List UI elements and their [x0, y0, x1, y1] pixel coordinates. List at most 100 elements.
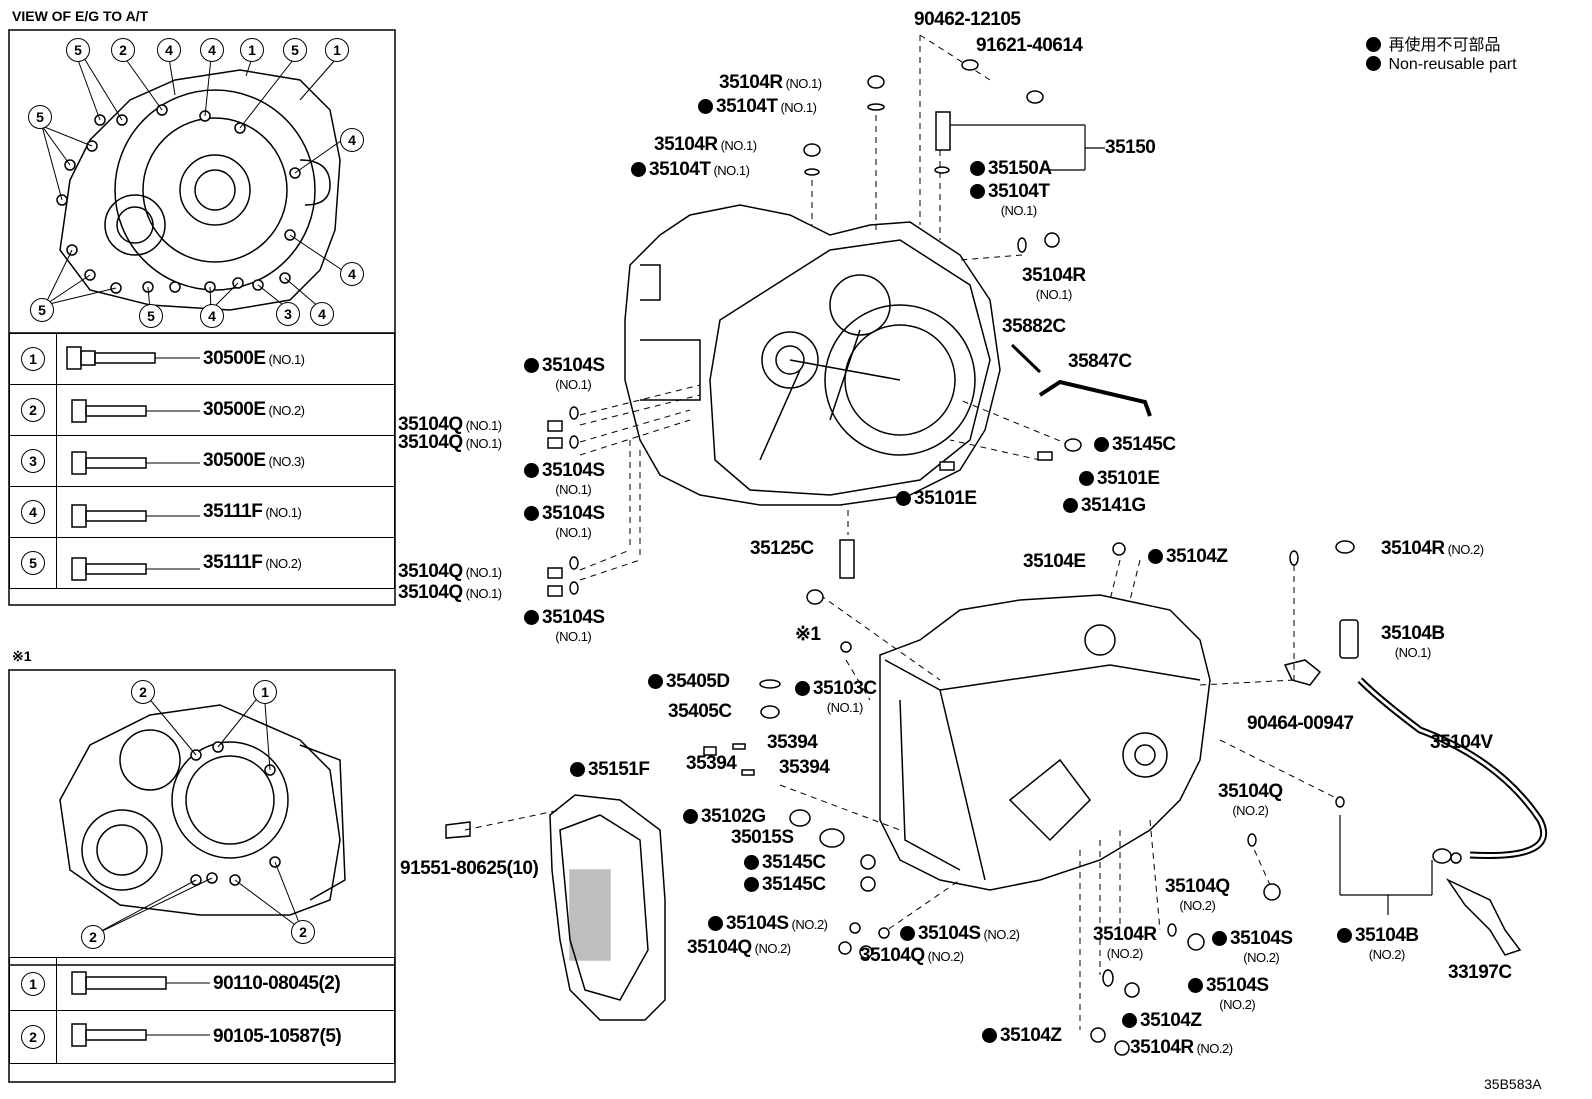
- part-code: 35104Q: [860, 945, 925, 966]
- part-code: 35104E: [1023, 551, 1086, 572]
- part-code: 35104B: [1355, 925, 1419, 946]
- part-code: 35104T: [988, 181, 1050, 202]
- part-code: 35104R: [719, 72, 783, 93]
- part-note: (NO.1): [465, 436, 503, 451]
- non-reusable-dot-icon: [1094, 437, 1109, 452]
- bolt-91551: [445, 821, 471, 839]
- part-label-p43: 91551-80625(10): [400, 858, 539, 880]
- part-label-p20: 35104S(NO.1): [524, 607, 605, 644]
- part-code: 35104R: [1093, 924, 1157, 945]
- part-label-p15: 35104Q(NO.1): [398, 432, 502, 454]
- clamp-90464: [1283, 659, 1322, 686]
- legend-en: Non-reusable part: [1366, 56, 1517, 74]
- part-note: (NO.2): [1368, 947, 1405, 962]
- part-label-p31: 35405D: [648, 671, 730, 693]
- part-label-p3: 35104R(NO.1): [719, 72, 822, 94]
- oil-pan: [549, 794, 666, 1021]
- part-note: (NO.2): [754, 941, 792, 956]
- part-code: 90464-00947: [1247, 713, 1354, 734]
- part-note: (NO.1): [720, 138, 758, 153]
- part-code: 35141G: [1081, 495, 1146, 516]
- non-reusable-dot-icon: [524, 506, 539, 521]
- non-reusable-dot-icon: [1063, 498, 1078, 513]
- sensor-35104b: [1339, 619, 1359, 659]
- key-part-number: 30500E(NO.1): [203, 348, 305, 370]
- top-view-callout: 3: [276, 302, 300, 326]
- part-label-p34: 90464-00947: [1247, 713, 1354, 735]
- part-label-p12: 35847C: [1068, 351, 1132, 373]
- part-note: (NO.1): [1394, 645, 1431, 660]
- top-view-callout: 5: [283, 38, 307, 62]
- hose-35104v-inner: [1358, 678, 1546, 858]
- part-code: 35104Q: [398, 582, 463, 603]
- key-number: 1: [21, 972, 45, 996]
- non-reusable-dot-icon: [1337, 928, 1352, 943]
- part-code: 35104Q: [398, 561, 463, 582]
- part-note: (NO.2): [1447, 542, 1485, 557]
- top-view-frame: [8, 29, 396, 606]
- part-code: 35104S: [542, 460, 605, 481]
- part-code: 35104S: [542, 355, 605, 376]
- note-mark: ※1: [12, 648, 32, 664]
- part-label-p35: 35394: [767, 732, 818, 754]
- part-code: 35015S: [731, 827, 794, 848]
- part-label-p56: 35104Z: [1122, 1010, 1202, 1032]
- top-view-callout: 4: [157, 38, 181, 62]
- part-code: 35104T: [716, 96, 778, 117]
- non-reusable-dot-icon: [795, 681, 810, 696]
- part-code: 35882C: [1002, 316, 1066, 337]
- bottom-view-callout: 2: [131, 680, 155, 704]
- part-label-p58: 35104R(NO.2): [1130, 1037, 1233, 1059]
- pipe-35847c: [1038, 379, 1152, 417]
- part-label-p2: 91621-40614: [976, 35, 1083, 57]
- key-number: 4: [21, 500, 45, 524]
- part-label-p28: 35104R(NO.2): [1381, 538, 1484, 560]
- part-code: 35104Q: [1218, 781, 1283, 802]
- non-reusable-dot-icon: [524, 610, 539, 625]
- key-number: 3: [21, 449, 45, 473]
- key-row: 3 30500E(NO.3): [9, 435, 395, 487]
- non-reusable-dot-icon: [648, 674, 663, 689]
- part-code: 35101E: [1097, 468, 1160, 489]
- part-code: 35104R: [1381, 538, 1445, 559]
- part-code: 35104Z: [1140, 1010, 1202, 1031]
- part-note: (NO.1): [785, 76, 823, 91]
- bottom-view-callout: 2: [81, 925, 105, 949]
- part-label-p37: 35394: [779, 757, 830, 779]
- part-code: 35104S: [1206, 975, 1269, 996]
- part-code: 35104V: [1430, 732, 1493, 753]
- part-note: (NO.1): [555, 482, 592, 497]
- part-label-p5: 35104R(NO.1): [654, 134, 757, 156]
- bottom-view-callout: 1: [253, 680, 277, 704]
- key-part-note: (NO.2): [265, 556, 302, 571]
- part-label-p33: 35405C: [668, 701, 732, 723]
- part-code: 35405D: [666, 671, 730, 692]
- key-part-number: 30500E(NO.3): [203, 450, 305, 472]
- key-part-note: (NO.2): [268, 403, 306, 418]
- pin-35125c: [839, 539, 855, 579]
- non-reusable-dot-icon: [708, 916, 723, 931]
- part-label-p38: 35104V: [1430, 732, 1493, 754]
- key-part-code: 35111F: [203, 552, 263, 573]
- key-part-code: 35111F: [203, 501, 263, 522]
- top-view-callout: 4: [200, 38, 224, 62]
- part-label-p48: 35104S(NO.2): [900, 923, 1020, 945]
- part-label-p39: 35151F: [570, 759, 650, 781]
- part-label-p45: 35145C: [744, 874, 826, 896]
- non-reusable-dot-icon: [744, 855, 759, 870]
- part-label-p16: 35104S(NO.1): [524, 460, 605, 497]
- part-label-p8: 35150A: [970, 158, 1052, 180]
- part-code: 33197C: [1448, 962, 1512, 983]
- part-note: (NO.1): [1000, 203, 1038, 218]
- top-view-callout: 5: [30, 298, 54, 322]
- part-note: (NO.1): [1035, 287, 1072, 302]
- part-label-p57: 35104Z: [982, 1025, 1062, 1047]
- non-reusable-dot-icon: [698, 99, 713, 114]
- part-code: 35104R: [1022, 265, 1086, 286]
- part-note: (NO.1): [780, 100, 817, 115]
- top-view-leaders: [41, 57, 346, 311]
- key-number: 2: [21, 398, 45, 422]
- engine-side-housing-view: [59, 69, 341, 311]
- top-view-callout: 4: [310, 302, 334, 326]
